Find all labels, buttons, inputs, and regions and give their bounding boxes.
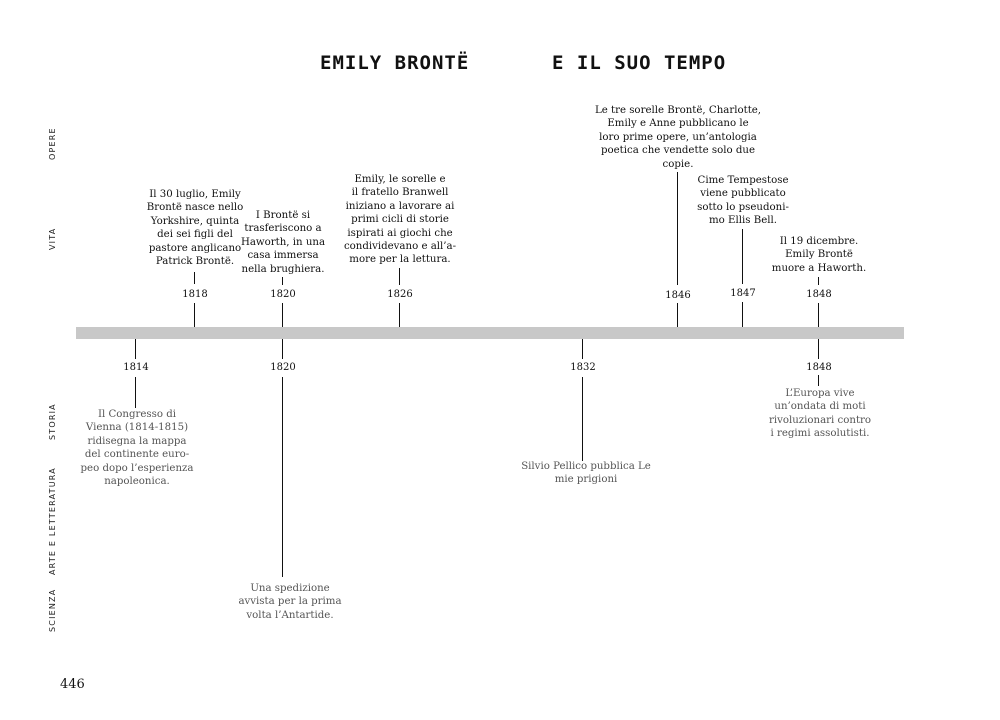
event-tick-1846 <box>677 303 679 327</box>
event-connector-1820-vita <box>282 277 284 285</box>
event-connector-1818 <box>194 272 196 284</box>
side-label-opere: OPERE <box>48 127 57 160</box>
event-year-1848-storia: 1848 <box>806 362 832 373</box>
event-connector-1814 <box>135 377 137 408</box>
event-year-1818: 1818 <box>182 289 208 300</box>
event-connector-1832 <box>582 377 584 461</box>
event-year-1847: 1847 <box>730 288 756 299</box>
timeline-bar <box>76 327 904 339</box>
page-title-right: E IL SUO TEMPO <box>552 52 727 74</box>
page-title-left: EMILY BRONTË <box>320 52 470 74</box>
side-label-storia: STORIA <box>48 403 57 440</box>
side-label-scienza: SCIENZA <box>48 588 57 632</box>
event-tick-1848-storia <box>818 339 820 359</box>
event-connector-1820-scienza <box>282 377 284 577</box>
event-tick-1832 <box>582 339 584 359</box>
event-year-1826: 1826 <box>387 289 413 300</box>
event-connector-1826 <box>399 268 401 285</box>
event-text-1846: Le tre sorelle Brontë, Charlotte,Emily e… <box>594 105 762 170</box>
side-label-vita: VITA <box>48 227 57 250</box>
event-tick-1820-scienza <box>282 339 284 359</box>
side-label-arte-e-letteratura: ARTE E LETTERATURA <box>48 467 57 575</box>
event-year-1820-scienza: 1820 <box>270 362 296 373</box>
event-year-1848-vita: 1848 <box>806 289 832 300</box>
event-tick-1818 <box>194 303 196 327</box>
event-year-1832: 1832 <box>570 362 596 373</box>
page-number: 446 <box>60 677 85 692</box>
event-tick-1847 <box>742 302 744 327</box>
event-year-1814: 1814 <box>123 362 149 373</box>
event-year-1820-vita: 1820 <box>270 289 296 300</box>
event-connector-1847 <box>742 229 744 284</box>
event-connector-1848-vita <box>818 277 820 285</box>
event-tick-1820-vita <box>282 303 284 327</box>
event-tick-1848-vita <box>818 303 820 327</box>
event-tick-1814 <box>135 339 137 359</box>
event-connector-1848-storia <box>818 375 820 386</box>
event-connector-1846 <box>677 172 679 285</box>
event-tick-1826 <box>399 303 401 327</box>
event-year-1846: 1846 <box>665 290 691 301</box>
